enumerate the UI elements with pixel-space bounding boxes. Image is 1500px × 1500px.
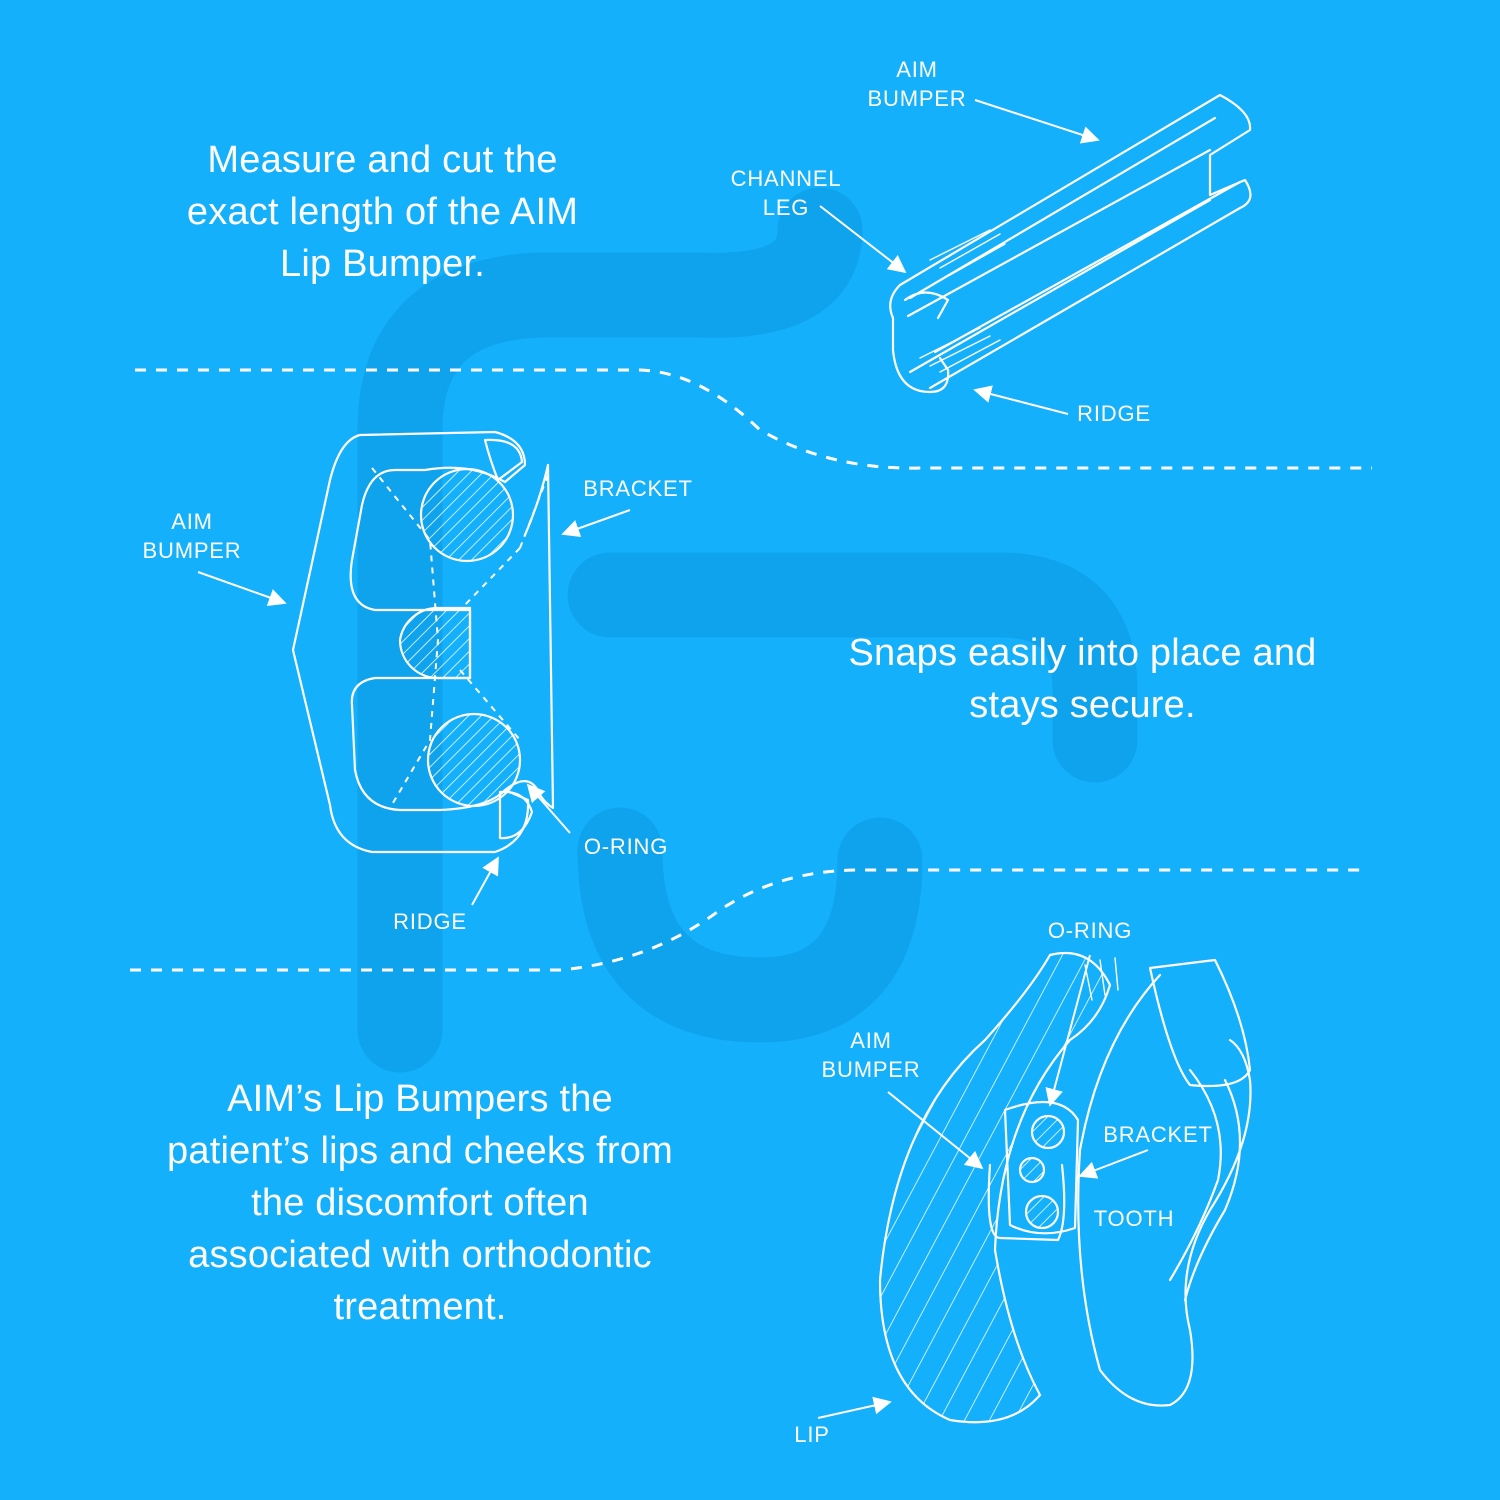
- o-ring-top: [419, 467, 515, 563]
- label-mid-ridge: RIDGE: [393, 909, 467, 934]
- bumper-strip-drawing: [819, 93, 1252, 415]
- label-bottom-o-ring: O-RING: [1047, 918, 1133, 943]
- label-mid-bracket: BRACKET: [583, 476, 693, 501]
- caption-bottom: AIM’s Lip Bumpers the patient’s lips and…: [167, 1078, 673, 1328]
- arrow-mid-bracket: [561, 509, 631, 538]
- arrow-mid-aim-bumper: [197, 571, 287, 607]
- separator-bottom: [130, 868, 1365, 972]
- label-bottom-tooth: TOOTH: [1093, 1206, 1175, 1231]
- o-ring-bottom-lower: [1024, 1194, 1060, 1230]
- separator-top: [135, 368, 1372, 470]
- o-ring-bottom: [426, 712, 522, 808]
- center-post: [398, 606, 472, 680]
- label-lip: LIP: [794, 1422, 830, 1447]
- lip-shape: [878, 951, 1112, 1424]
- arrow-bottom-aim-bumper: [887, 1091, 984, 1170]
- arrow-mid-o-ring: [526, 783, 571, 834]
- arrow-lip: [817, 1396, 892, 1419]
- o-ring-bottom-top: [1030, 1114, 1066, 1150]
- arrow-aim-bumper: [974, 99, 1100, 144]
- label-top-ridge: RIDGE: [1077, 401, 1151, 426]
- caption-middle: Snaps easily into place and stays secure…: [848, 632, 1317, 726]
- cross-section-drawing: [197, 430, 631, 906]
- arrow-mid-ridge: [471, 856, 499, 906]
- arrow-ridge: [973, 385, 1069, 415]
- label-mid-aim-bumper: AIM BUMPER: [142, 509, 242, 563]
- arrow-bottom-bracket: [1078, 1149, 1149, 1179]
- label-bottom-bracket: BRACKET: [1103, 1122, 1213, 1147]
- o-ring-bottom-center: [1018, 1156, 1046, 1184]
- label-mid-o-ring: O-RING: [583, 834, 669, 859]
- aim-logo-watermark: [357, 187, 1138, 1073]
- caption-top: Measure and cut the exact length of the …: [186, 139, 579, 285]
- label-bottom-aim-bumper: AIM BUMPER: [821, 1028, 921, 1082]
- arrow-bottom-o-ring: [1045, 954, 1091, 1107]
- arrow-channel-leg: [819, 205, 907, 274]
- label-top-aim-bumper: AIM BUMPER: [867, 57, 967, 111]
- tooth-shape: [1077, 973, 1252, 1407]
- lip-tooth-drawing: [817, 951, 1252, 1424]
- label-channel-leg: CHANNEL LEG: [730, 166, 842, 220]
